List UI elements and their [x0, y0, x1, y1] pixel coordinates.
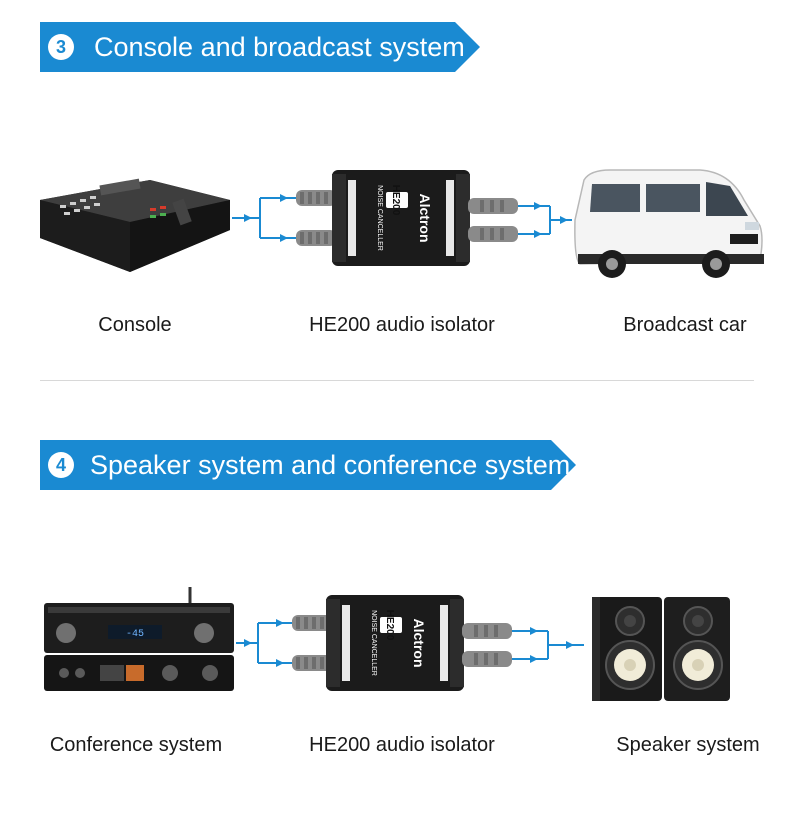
section3-banner: 3 Console and broadcast system	[40, 22, 480, 72]
banner-arrow-shape	[40, 440, 576, 490]
broadcast-console-icon	[40, 178, 230, 272]
arrow-icon	[534, 230, 542, 238]
arrow-icon	[276, 619, 284, 627]
section-number-badge: 3	[48, 34, 74, 60]
destination-device-caption: Speaker system	[616, 734, 760, 756]
arrow-icon	[244, 214, 252, 222]
arrow-icon	[276, 659, 284, 667]
section-title: Console and broadcast system	[94, 32, 465, 62]
xlr-plug-icon	[462, 651, 512, 667]
xlr-plug-icon	[296, 190, 336, 206]
studio-monitors-icon	[592, 597, 730, 701]
xlr-plug-icon	[296, 230, 336, 246]
arrow-icon	[530, 627, 538, 635]
isolator-caption: HE200 audio isolator	[309, 734, 495, 756]
device-brand-label: Alctron	[417, 194, 433, 243]
device-subtitle-label: NOISE CANCELLER	[376, 185, 383, 251]
device-subtitle-label: NOISE CANCELLER	[370, 610, 377, 676]
banner-arrow-shape	[40, 22, 480, 72]
he200-device-icon: HE200 NOISE CANCELLER Alctron	[332, 170, 470, 266]
arrow-icon	[534, 202, 542, 210]
arrow-icon	[280, 194, 288, 202]
section3-diagram: HE200 NOISE CANCELLER Alctron	[40, 169, 764, 278]
input-connector-lines	[232, 197, 298, 239]
source-device-caption: Console	[98, 314, 172, 336]
destination-device-caption: Broadcast car	[623, 314, 747, 336]
xlr-plug-icon	[292, 615, 332, 631]
isolator-caption: HE200 audio isolator	[309, 314, 495, 336]
conference-rack-icon: -45	[44, 587, 234, 691]
arrow-icon	[560, 216, 568, 224]
he200-device-icon: HE200 NOISE CANCELLER Alctron	[326, 595, 464, 691]
arrow-icon	[280, 234, 288, 242]
device-model-label: HE200	[390, 185, 401, 216]
source-device-caption: Conference system	[49, 734, 223, 756]
xlr-plug-icon	[292, 655, 332, 671]
section-divider	[40, 380, 754, 381]
xlr-plug-icon	[462, 623, 512, 639]
broadcast-van-icon	[574, 169, 764, 278]
arrow-icon	[244, 639, 252, 647]
amp-display-readout: -45	[126, 629, 144, 640]
section4-diagram: -45 HE200 NOISE CANCELLER	[44, 587, 730, 701]
device-brand-label: Alctron	[411, 619, 427, 668]
section-number-badge: 4	[48, 452, 74, 478]
section4-banner: 4 Speaker system and conference system	[40, 440, 576, 490]
device-model-label: HE200	[384, 610, 395, 641]
arrow-icon	[566, 641, 574, 649]
xlr-plug-icon	[468, 198, 518, 214]
xlr-plug-icon	[468, 226, 518, 242]
arrow-icon	[530, 655, 538, 663]
section-title: Speaker system and conference system	[90, 450, 571, 480]
